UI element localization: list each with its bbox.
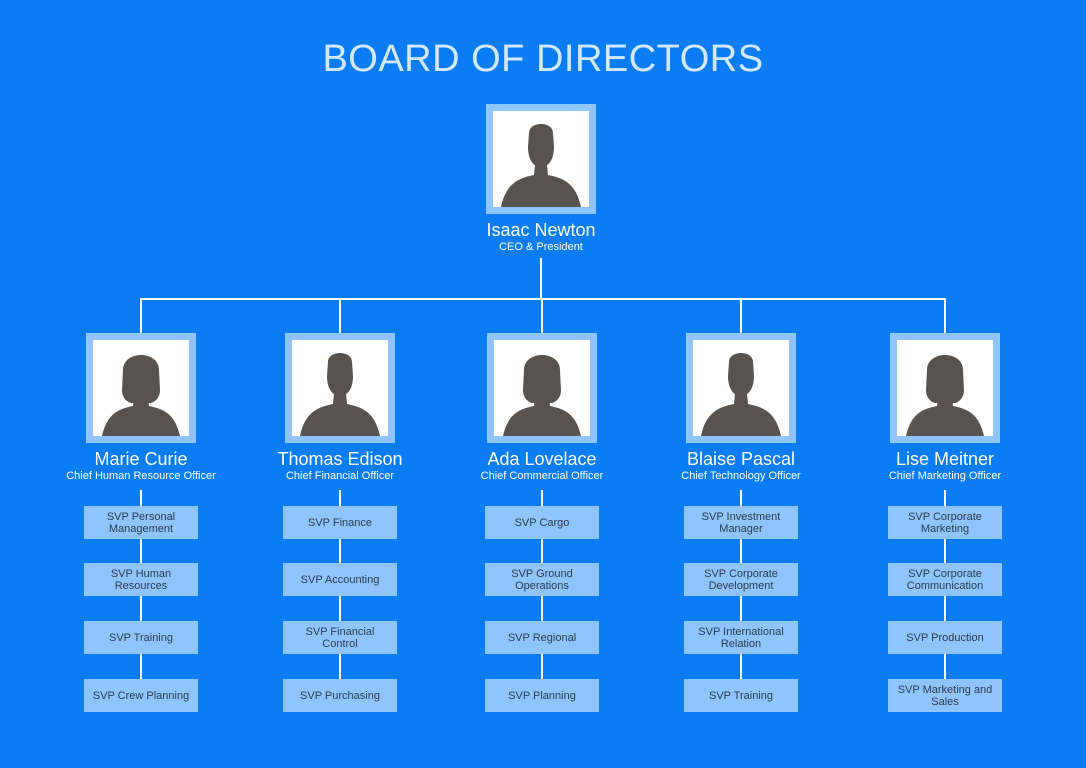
male-avatar-icon [693,340,789,436]
person-role: Chief Marketing Officer [888,470,1002,482]
svp-box: SVP Financial Control [283,621,397,654]
svp-box: SVP Training [84,621,198,654]
svp-box: SVP Corporate Marketing [888,506,1002,539]
person-name: Ada Lovelace [487,449,597,469]
female-avatar-icon [93,340,189,436]
svp-box: SVP Accounting [283,563,397,596]
male-avatar-icon [292,340,388,436]
svp-box: SVP Human Resources [84,563,198,596]
female-avatar-icon [897,340,993,436]
officer-photo [686,333,796,443]
svp-box: SVP Planning [485,679,599,712]
svp-box: SVP Marketing and Sales [888,679,1002,712]
connector-line [140,299,142,334]
officer-photo [487,333,597,443]
svp-box: SVP Purchasing [283,679,397,712]
person-name: Marie Curie [94,449,188,469]
officer-photo [86,333,196,443]
svp-box: SVP Cargo [485,506,599,539]
svp-box: SVP Finance [283,506,397,539]
svp-box: SVP Corporate Communication [888,563,1002,596]
person-name: Thomas Edison [277,449,403,469]
connector-line [944,490,946,710]
ceo-photo [486,104,596,214]
connector-line [140,490,142,710]
svp-box: SVP Crew Planning [84,679,198,712]
person-role: CEO & President [499,241,583,253]
person-role: Chief Financial Officer [285,470,394,482]
connector-line [740,490,742,710]
svp-box: SVP Training [684,679,798,712]
svp-box: SVP International Relation [684,621,798,654]
person-name: Lise Meitner [895,449,995,469]
svp-box: SVP Investment Manager [684,506,798,539]
connector-line [540,258,542,299]
connector-line [944,299,946,334]
connector-line [740,299,742,334]
person-name: Blaise Pascal [686,449,796,469]
svp-box: SVP Corporate Development [684,563,798,596]
officer-photo [285,333,395,443]
connector-line [541,490,543,710]
page-title: BOARD OF DIRECTORS [322,38,764,80]
person-role: Chief Human Resource Officer [66,470,216,482]
svp-box: SVP Regional [485,621,599,654]
person-role: Chief Technology Officer [681,470,801,482]
connector-line [339,490,341,710]
person-name: Isaac Newton [486,220,596,240]
person-role: Chief Commercial Officer [480,470,604,482]
svp-box: SVP Production [888,621,1002,654]
connector-line [339,299,341,334]
officer-photo [890,333,1000,443]
svp-box: SVP Ground Operations [485,563,599,596]
connector-line [140,298,946,300]
female-avatar-icon [494,340,590,436]
male-avatar-icon [493,111,589,207]
svp-box: SVP Personal Management [84,506,198,539]
connector-line [541,299,543,334]
